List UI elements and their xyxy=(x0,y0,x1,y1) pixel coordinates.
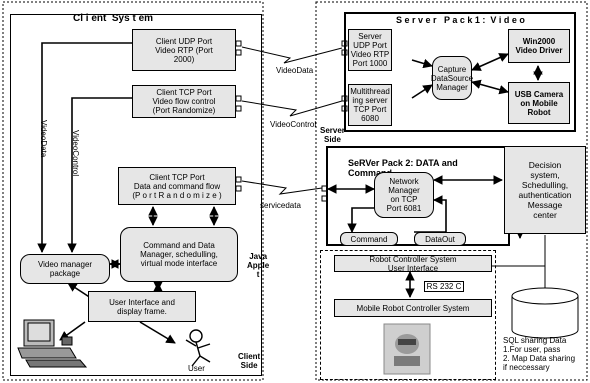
sql-sharing-label: SQL sharing Data 1.For user, pass 2. Map… xyxy=(503,336,576,372)
mobile-robot-controller-box: Mobile Robot Controller System xyxy=(334,299,492,317)
video-driver-box: Win2000 Video Driver xyxy=(508,29,570,63)
client-system-title: Cl i ent Sys t em xyxy=(73,13,154,24)
vertical-videodata-label: VideoData xyxy=(39,120,48,158)
ui-display-frame-box: User Interface and display frame. xyxy=(88,291,196,322)
server-udp-port-box: Server UDP Port Video RTP Port 1000 xyxy=(348,29,392,71)
client-tcp-data-box: Client TCP Port Data and command flow (P… xyxy=(118,167,236,205)
server-tcp-port-box: Multithread ing server TCP Port 6080 xyxy=(348,84,392,126)
video-manager-box: Video manager package xyxy=(20,254,110,284)
client-inner-frame xyxy=(10,14,262,376)
usb-camera-box: USB Camera on Mobile Robot xyxy=(508,82,570,124)
client-side-label: Client Side xyxy=(238,352,261,370)
rs232-box: RS 232 C xyxy=(424,281,464,292)
server-pack1-title: S e r v e r P a c k 1 : V i d e o xyxy=(396,15,525,25)
robot-controller-ui-box: Robot Controller System User Interface xyxy=(334,255,492,273)
server-pack1-panel xyxy=(344,12,576,132)
database-icon xyxy=(511,287,579,339)
link-videocontrol-label: VideoControl xyxy=(270,120,317,129)
decision-system-box: Decision system, Schedulling, authentica… xyxy=(504,146,586,234)
link-videodata-label: VideoData xyxy=(276,66,314,75)
link-servicedata-label: servicedata xyxy=(260,201,301,210)
client-udp-port-box: Client UDP Port Video RTP (Port 2000) xyxy=(132,29,236,71)
dataout-box: DataOut xyxy=(414,232,466,246)
network-manager-box: Network Manager on TCP Port 6081 xyxy=(374,172,434,218)
capture-datasource-box: Capture DataSource Manager xyxy=(431,56,473,100)
command-data-manager-box: Command and Data Manager, schedulling, v… xyxy=(120,227,238,282)
java-applet-label: Java Apple t xyxy=(247,252,270,279)
server-side-label: Server Side xyxy=(320,126,345,144)
command-box: Command xyxy=(340,232,398,246)
client-tcp-video-box: Client TCP Port Video flow control (Port… xyxy=(132,85,236,118)
vertical-videocontrol-label: VideoControl xyxy=(71,130,80,177)
robot-controller-dashed-frame xyxy=(320,250,496,380)
server-pack2-title: SeRVer Pack 2: DATA and Command xyxy=(348,158,458,178)
user-label: User xyxy=(188,364,205,373)
